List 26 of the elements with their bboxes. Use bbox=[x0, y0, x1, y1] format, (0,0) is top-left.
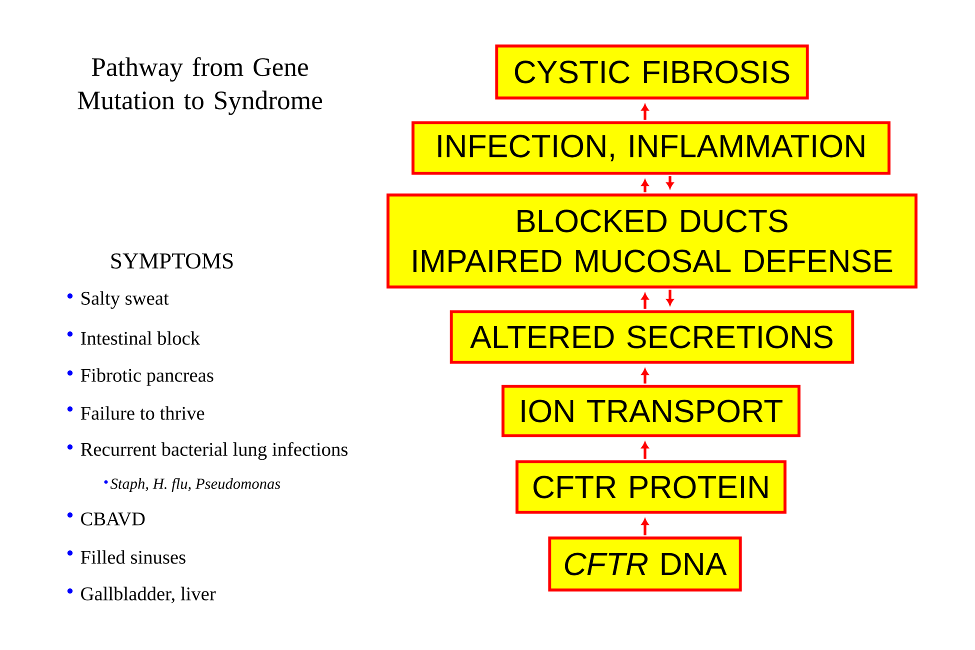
symptom-text: Intestinal block bbox=[80, 331, 200, 345]
symptom-text: Gallbladder, liver bbox=[81, 586, 216, 604]
process-box: INFECTION, INFLAMMATION bbox=[412, 121, 890, 175]
arrow bbox=[641, 442, 649, 459]
symptom-text: CBAVD bbox=[81, 512, 145, 526]
process-box: ALTERED SECRETIONS bbox=[450, 310, 854, 364]
process-box: CFTR PROTEIN bbox=[516, 460, 786, 514]
process-box: CFTR DNA bbox=[548, 536, 742, 592]
arrow bbox=[641, 518, 649, 536]
symptom-text: Fibrotic pancreas bbox=[80, 368, 214, 386]
arrow bbox=[666, 290, 674, 306]
arrow bbox=[641, 104, 649, 120]
title: Pathway from Gene Mutation to Syndrome bbox=[78, 57, 322, 115]
symptom-text: Staph, H. flu, Pseudomonas bbox=[110, 478, 280, 492]
arrow bbox=[641, 368, 649, 384]
symptom-text: Salty sweat bbox=[82, 291, 169, 309]
arrow bbox=[641, 293, 649, 309]
symptom-text: Recurrent bacterial lung infections bbox=[80, 442, 348, 460]
heading: SYMPTOMS bbox=[111, 253, 233, 269]
symptom-text: Filled sinuses bbox=[80, 550, 186, 564]
arrow bbox=[641, 180, 649, 192]
process-box: CYSTIC FIBROSIS bbox=[495, 44, 809, 100]
symptom-text: Failure to thrive bbox=[80, 406, 204, 420]
process-box: BLOCKED DUCTS IMPAIRED MUCOSAL DEFENSE bbox=[386, 194, 918, 288]
arrow bbox=[666, 176, 674, 189]
process-box: ION TRANSPORT bbox=[502, 384, 800, 438]
